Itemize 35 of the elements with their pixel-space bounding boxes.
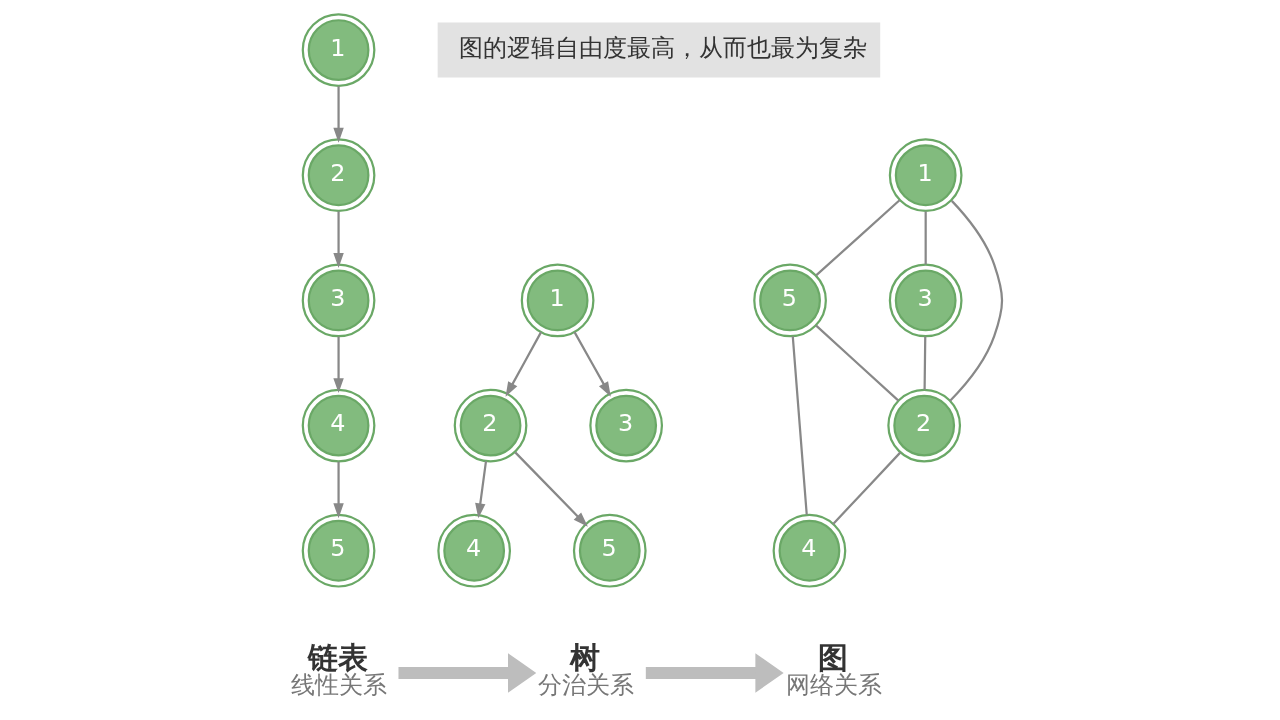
node-circle: 2 [886, 388, 961, 463]
node-box: 图的逻辑自由度最高，从而也最为复杂 [437, 22, 880, 78]
arrow [505, 331, 542, 397]
connector [814, 199, 900, 277]
node-circle: 1 [301, 13, 375, 87]
node-text: 链表 线性关系 [290, 640, 387, 700]
node-circle: 2 [453, 388, 527, 463]
node-circle: 5 [301, 513, 375, 588]
connector [814, 324, 899, 402]
connector [831, 451, 901, 525]
node-circle: 1 [888, 138, 963, 213]
node-circle: 4 [772, 513, 846, 588]
arrow [332, 461, 344, 519]
connector [948, 200, 1003, 402]
node-circle: 5 [752, 263, 827, 338]
arrow [474, 460, 487, 519]
node-circle: 4 [301, 388, 375, 463]
node-circle: 3 [301, 263, 375, 338]
connector [923, 336, 926, 390]
arrow [645, 653, 784, 693]
arrow [573, 331, 611, 397]
connector [791, 336, 808, 515]
node-text: 图 网络关系 [785, 640, 882, 700]
connector [924, 211, 927, 265]
arrow [332, 211, 344, 268]
node-circle: 2 [301, 138, 375, 213]
node-text: 树 分治关系 [537, 640, 634, 700]
node-circle: 1 [520, 263, 594, 338]
node-circle: 3 [588, 388, 663, 463]
arrow [397, 653, 536, 693]
node-circle: 3 [888, 263, 963, 338]
arrow [332, 336, 344, 394]
arrow [332, 86, 344, 143]
node-circle: 4 [436, 513, 511, 588]
arrow [513, 451, 588, 527]
